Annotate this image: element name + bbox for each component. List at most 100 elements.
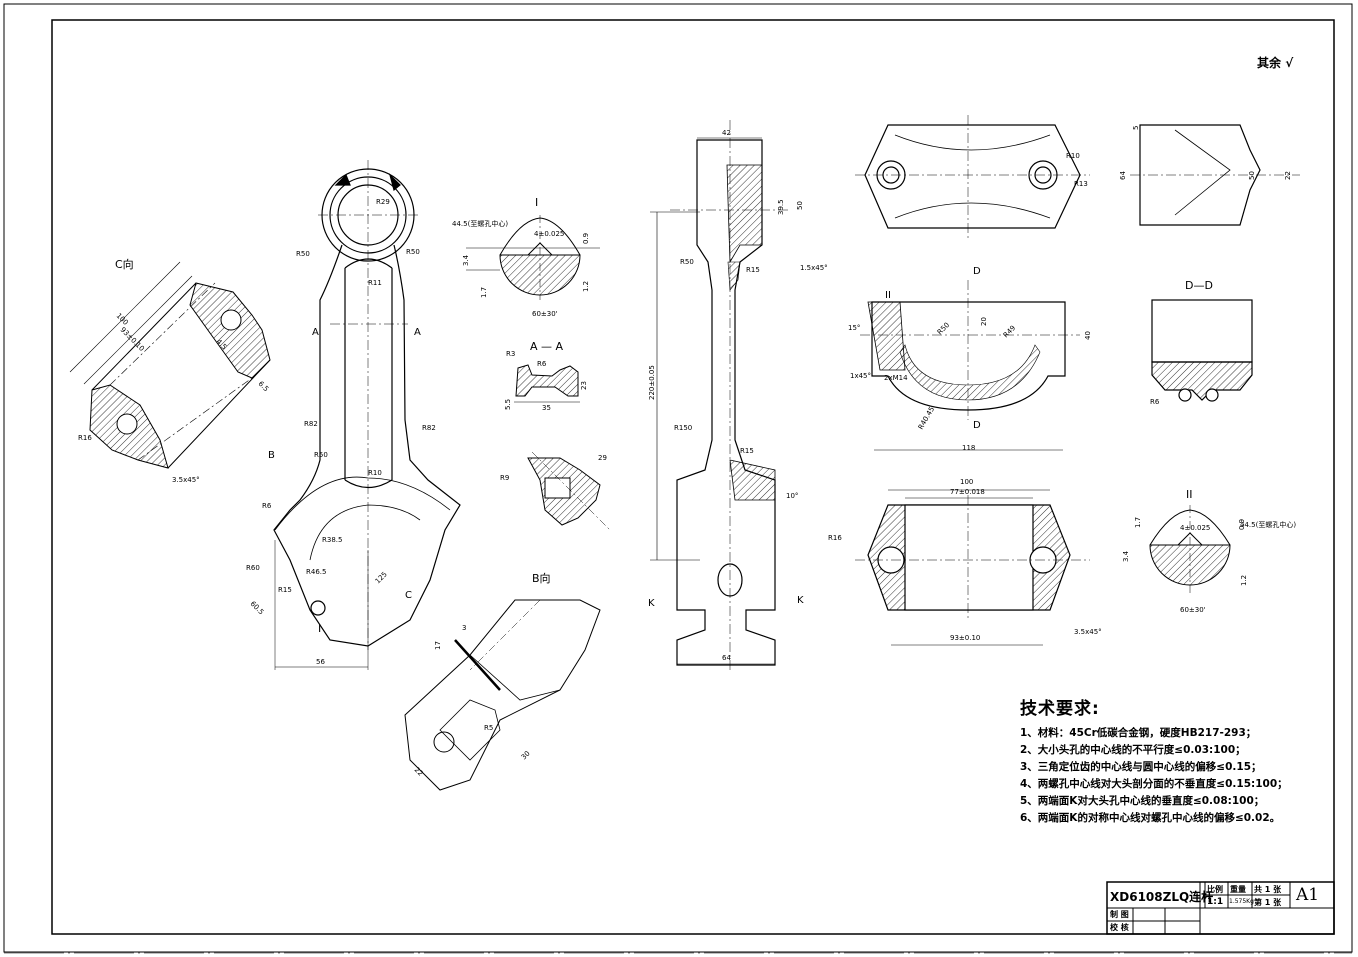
checked-by-label: 校 核	[1110, 923, 1129, 932]
label-B: B	[268, 450, 275, 461]
label-A-left: A	[312, 327, 319, 338]
tech-item-3: 3、三角定位齿的中心线与圆中心线的偏移≤0.15；	[1020, 761, 1262, 773]
dim-35: 35	[542, 404, 551, 412]
annotations: C向 B向 I I A — A D—D II II D D K K A A B …	[78, 126, 1296, 778]
dim-50: 50	[796, 201, 804, 210]
dim-29: 29	[598, 454, 607, 462]
label-C: C	[405, 590, 412, 601]
dim-44-5-b: 44.5(至螺孔中心)	[1240, 520, 1296, 529]
section-AA	[514, 364, 580, 403]
dim-0-9-a: 0.9	[582, 233, 590, 244]
detail-I-top	[466, 215, 600, 300]
dim-r9: R9	[500, 474, 509, 482]
dim-b-30: 30	[520, 749, 532, 761]
dim-40-mid: 40	[1084, 331, 1092, 340]
dim-r50-side: R50	[680, 258, 694, 266]
cap-bottom-view	[855, 489, 1090, 646]
cap-side-view	[1130, 124, 1300, 226]
dim-6-5-c: 6.5	[257, 380, 271, 394]
tech-item-4: 4、两螺孔中心线对大头剖分面的不垂直度≤0.15:100；	[1020, 778, 1288, 790]
section-DD	[1151, 299, 1253, 402]
dim-r50-right: R50	[406, 248, 420, 256]
sheet-size: A1	[1296, 885, 1320, 905]
sheet-number: 第 1 张	[1254, 898, 1282, 907]
dim-22-top: 22	[1284, 171, 1292, 180]
dim-r6-dd: R6	[1150, 398, 1160, 406]
rod-side-view	[650, 120, 790, 670]
label-K-left: K	[648, 598, 655, 609]
dim-125: 125	[374, 570, 389, 585]
dim-60-5: 60.5	[249, 600, 266, 617]
label-detail-I: I	[535, 196, 538, 209]
label-c-view: C向	[115, 257, 134, 271]
dim-b-22: 22	[413, 766, 425, 778]
label-D-bottom: D	[973, 420, 981, 431]
dim-r10: R10	[368, 469, 382, 477]
title-block	[1106, 881, 1335, 935]
dim-angle-10: 10°	[786, 492, 798, 500]
scale-label: 比例	[1207, 885, 1223, 894]
tech-item-2: 2、大小头孔的中心线的不平行度≤0.03:100；	[1020, 744, 1246, 756]
dim-r150: R150	[674, 424, 692, 432]
dim-r60: R60	[246, 564, 260, 572]
label-section-AA: A — A	[530, 340, 564, 353]
scale-value: 1:1	[1207, 897, 1224, 907]
tech-requirements: 技术要求: 1、材料：45Cr低碳合金钢，硬度HB217-293； 2、大小头孔…	[1020, 694, 1320, 827]
dim-1-7-a: 1.7	[480, 287, 488, 298]
dim-1-2-a: 1.2	[582, 281, 590, 292]
dim-r40-45: R40.45	[917, 405, 936, 431]
dim-r11: R11	[368, 279, 382, 287]
inner-frame	[51, 19, 1335, 935]
dim-1-7-b: 1.7	[1134, 517, 1142, 528]
b-view	[404, 599, 601, 791]
dim-0-9-b: 0.9	[1238, 519, 1246, 530]
dim-chamfer-3-5-b: 3.5x45°	[1074, 628, 1102, 636]
cap-top-view	[855, 115, 1090, 240]
weight-value: 1.575Kg	[1229, 898, 1254, 905]
label-detail-II: II	[1186, 488, 1193, 501]
dim-r5: R5	[484, 724, 493, 732]
dim-100-bottom: 100	[960, 478, 973, 486]
dim-r50-neck: R50	[314, 451, 328, 459]
rod-front-view	[273, 160, 461, 670]
dim-4-025-b: 4±0.025	[1180, 524, 1210, 532]
dim-m14: 2xM14	[884, 374, 908, 382]
dim-r38-5: R38.5	[322, 536, 342, 544]
dim-r50-mid: R50	[936, 321, 951, 336]
drawing-name: XD6108ZLQ连杆	[1110, 890, 1214, 904]
dim-r82-right: R82	[422, 424, 436, 432]
drawn-by-label: 制 图	[1110, 910, 1129, 919]
dim-3-4-b: 3.4	[1122, 550, 1130, 562]
dim-3-4-a: 3.4	[462, 254, 470, 266]
outer-border	[3, 3, 1353, 953]
dim-44-5-a: 44.5(至螺孔中心)	[452, 219, 508, 228]
dim-5-5: 5.5	[504, 399, 512, 410]
dim-r49-mid: R49	[1002, 324, 1017, 339]
dim-220: 220±0.05	[648, 365, 656, 400]
dim-r3: R3	[506, 350, 515, 358]
dim-b-17: 17	[434, 641, 442, 650]
tech-item-6: 6、两端面K的对称中心线对螺孔中心线的偏移≤0.02。	[1020, 812, 1281, 824]
label-A-right: A	[414, 327, 421, 338]
dim-r46-5: R46.5	[306, 568, 326, 576]
dim-chamfer-1: 1x45°	[850, 372, 871, 380]
dim-b-3: 3	[462, 624, 466, 632]
dim-64-top: 64	[1119, 171, 1127, 180]
dim-60-b: 60±30'	[1180, 606, 1206, 614]
dim-1-2-b: 1.2	[1240, 575, 1248, 586]
dim-angle-15: 15°	[848, 324, 860, 332]
dim-r13-top: R13	[1074, 180, 1088, 188]
tech-item-5: 5、两端面K对大头孔中心线的垂直度≤0.08:100；	[1020, 795, 1265, 807]
label-K-right: K	[797, 595, 804, 606]
dim-r6: R6	[262, 502, 272, 510]
c-view	[69, 261, 271, 469]
dim-50-top: 50	[1248, 171, 1256, 180]
dim-20-mid: 20	[980, 317, 988, 326]
dim-r15-lower: R15	[740, 447, 754, 455]
label-b-view: B向	[532, 571, 551, 585]
cap-section	[860, 280, 1080, 451]
dim-56: 56	[316, 658, 325, 666]
roughness-note: 其余 √	[1257, 56, 1294, 70]
dim-r29: R29	[376, 198, 390, 206]
label-detail-I-lower: I	[318, 622, 321, 635]
